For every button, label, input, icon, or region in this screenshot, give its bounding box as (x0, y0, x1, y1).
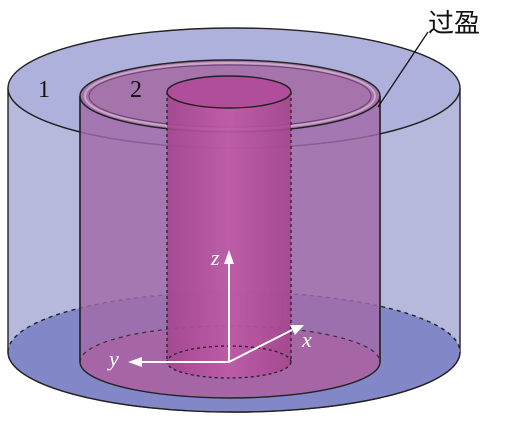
coordinate-axes (128, 250, 304, 367)
outer-part-label: 1 (38, 77, 50, 103)
bore-body (167, 92, 291, 378)
z-axis-label: z (210, 245, 220, 270)
bore-top (166, 75, 292, 109)
y-axis-label: y (107, 346, 119, 371)
x-axis-label: x (301, 327, 312, 352)
outer-cylinder-bottom-front-edge (7, 351, 461, 413)
inner-part-label: 2 (130, 77, 142, 103)
central-bore (166, 75, 292, 379)
x-axis-arrowhead (290, 325, 304, 335)
y-axis-arrowhead (128, 357, 142, 367)
x-axis (228, 329, 293, 363)
interference-label: 过盈 (428, 9, 480, 39)
interference-leader-line (377, 31, 429, 108)
z-axis-arrowhead (224, 250, 234, 264)
